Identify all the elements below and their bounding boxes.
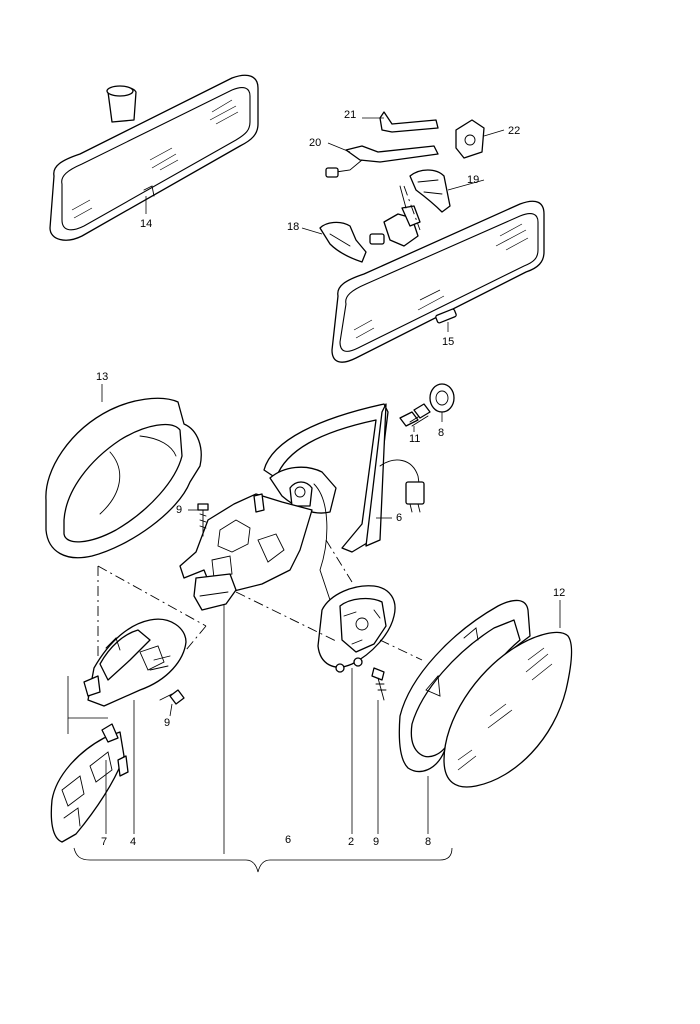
callout-2: 2 [348, 836, 354, 848]
mirror-housing-13 [45, 397, 202, 559]
grouping-frame [67, 676, 108, 734]
cable-clip-20 [325, 145, 439, 178]
leader-lines [101, 117, 561, 854]
callout-9-upper: 9 [176, 504, 182, 516]
callout-labels: 14 21 22 20 19 18 15 13 11 8 9 6 12 9 7 … [96, 109, 565, 848]
lower-trim-7 [50, 723, 129, 843]
callout-9-lower: 9 [373, 836, 379, 848]
trim-strip-21 [379, 111, 439, 133]
callout-11: 11 [409, 433, 420, 445]
mount-bracket-assembly [369, 185, 421, 247]
screw-9-upper [197, 503, 209, 537]
callout-12: 12 [553, 587, 565, 599]
cover-19 [409, 169, 451, 213]
callout-6-upper: 6 [396, 512, 402, 524]
mirror-glass-12 [443, 631, 573, 788]
callout-6-lower: 6 [285, 834, 291, 846]
callout-21: 21 [344, 109, 356, 121]
callout-14: 14 [140, 218, 152, 230]
lower-cover-4 [83, 618, 187, 707]
screw-9-middle [159, 689, 185, 705]
callout-4: 4 [130, 836, 136, 848]
callout-7: 7 [101, 836, 107, 848]
callout-13: 13 [96, 371, 108, 383]
interior-mirror-15 [331, 200, 545, 363]
assembly-lines [97, 185, 423, 661]
assembly-brace [73, 847, 453, 873]
mount-cover-18 [319, 221, 367, 263]
callout-18: 18 [287, 221, 299, 233]
callout-8-lower: 8 [425, 836, 431, 848]
mirror-base-assembly [179, 403, 425, 611]
callout-19: 19 [467, 174, 479, 186]
adjustment-motor-2 [317, 585, 396, 673]
interior-mirror-14 [49, 74, 259, 241]
callout-8-upper: 8 [438, 427, 444, 439]
callout-15: 15 [442, 336, 454, 348]
grommet-8-upper [429, 383, 455, 413]
callout-20: 20 [309, 137, 321, 149]
callout-9-middle: 9 [164, 717, 170, 729]
plate-22 [455, 119, 485, 159]
screw-9-lower [371, 667, 387, 701]
screw-11 [399, 403, 431, 427]
callout-22: 22 [508, 125, 520, 137]
